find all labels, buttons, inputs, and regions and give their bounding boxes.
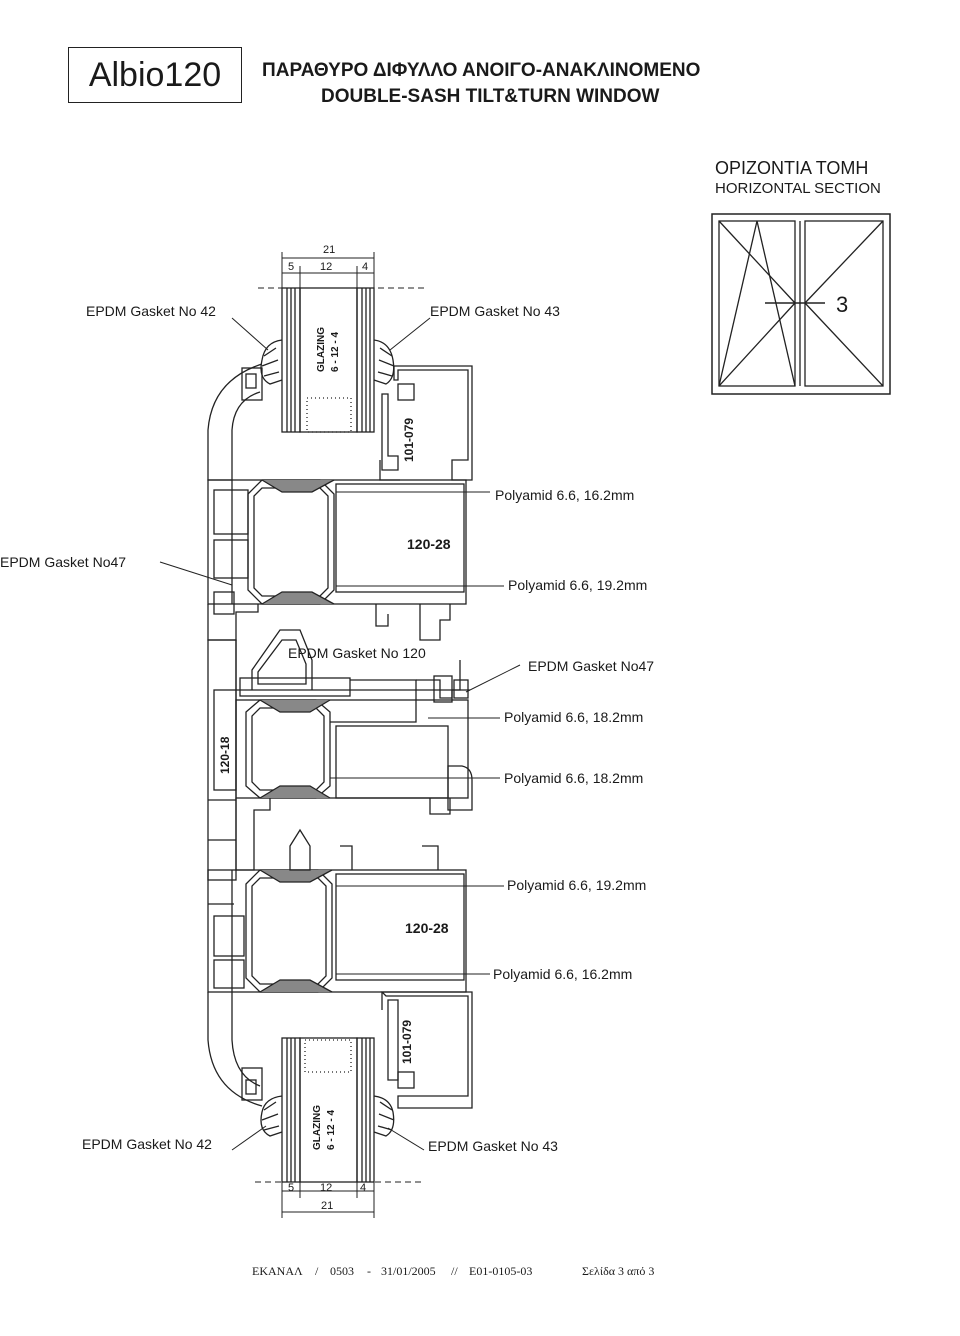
dimension-middle-top: 12 [320,261,333,273]
glazing-label-bottom: GLAZING [312,1105,323,1150]
footer-date: 31/01/2005 [381,1264,436,1278]
profile-sash-bottom: 120-28 [405,920,449,936]
sash-outline-bottom [207,992,263,1107]
callout-polyamid-1: Polyamid 6.6, 16.2mm [495,487,635,503]
callout-polyamid-5: Polyamid 6.6, 19.2mm [507,877,647,893]
dimension-total-top: 21 [323,244,336,256]
brand-logo-box: Albio120 [68,47,242,103]
callout-polyamid-2: Polyamid 6.6, 19.2mm [508,577,648,593]
profile-frame: 120-18 [218,736,232,774]
callout-gasket43-top: EPDM Gasket No 43 [430,303,560,319]
callout-gasket120: EPDM Gasket No 120 [288,645,426,661]
dimension-bottom [255,1181,422,1218]
glazing-spec-top: 6 - 12 - 4 [330,331,341,372]
sash-upper-lip [207,591,451,641]
callout-gasket42-top: EPDM Gasket No 42 [86,303,216,319]
dimension-total-bottom: 21 [321,1200,334,1212]
dimension-right-top: 4 [362,261,369,273]
footer-sep-1: / [315,1264,319,1278]
leader-lines [159,317,521,1151]
callout-polyamid-4: Polyamid 6.6, 18.2mm [504,770,644,786]
section-marker: 3 [836,292,849,317]
callout-gasket47-right: EPDM Gasket No47 [528,658,655,674]
callout-polyamid-3: Polyamid 6.6, 18.2mm [504,709,644,725]
gasket-top [260,339,395,385]
dimension-right-bottom: 4 [360,1182,367,1194]
profile-sash-top: 120-28 [407,536,451,552]
profile-bead-bottom: 101-079 [400,1019,414,1064]
glazing-bead-bottom [380,991,473,1109]
footer-sep-3: // [451,1264,458,1278]
glazing-spec-bottom: 6 - 12 - 4 [326,1109,337,1150]
section-title-english: HORIZONTAL SECTION [715,180,881,197]
glazing-top [281,287,375,433]
sash-lower-frame [235,699,473,871]
glazing-label-top: GLAZING [316,327,327,372]
callout-gasket47-left: EPDM Gasket No47 [0,554,127,570]
callout-polyamid-6: Polyamid 6.6, 16.2mm [493,966,633,982]
dimension-top [258,252,425,289]
dimension-left-top: 5 [288,261,295,273]
title-english: DOUBLE-SASH TILT&TURN WINDOW [321,86,660,107]
footer-sep-2: - [367,1264,371,1278]
footer-page-number: Σελίδα 3 από 3 [582,1264,655,1278]
section-title-greek: ΟΡΙΖΟΝΤΙΑ ΤΟΜΗ [715,158,869,178]
dimension-left-bottom: 5 [288,1182,295,1194]
glazing-bead-top [379,365,473,481]
footer-code: 0503 [330,1264,354,1278]
footer-company: ΕΚΑΝΑΛ [252,1264,303,1278]
title-greek: ΠΑΡΑΘΥΡΟ ΔΙΦΥΛΛΟ ΑΝΟΙΓΟ-ΑΝΑΚΛΙΝΟΜΕΝΟ [262,60,701,81]
profile-bead-top: 101-079 [402,417,416,462]
sash-upper [207,479,467,605]
callout-gasket42-bottom: EPDM Gasket No 42 [82,1136,212,1152]
dimension-middle-bottom: 12 [320,1182,333,1194]
key-plan [711,213,891,395]
callout-gasket43-bottom: EPDM Gasket No 43 [428,1138,558,1154]
sash-outline-top [207,363,263,481]
footer-doc-number: E01-0105-03 [469,1264,533,1278]
sash-bottom [207,828,467,993]
